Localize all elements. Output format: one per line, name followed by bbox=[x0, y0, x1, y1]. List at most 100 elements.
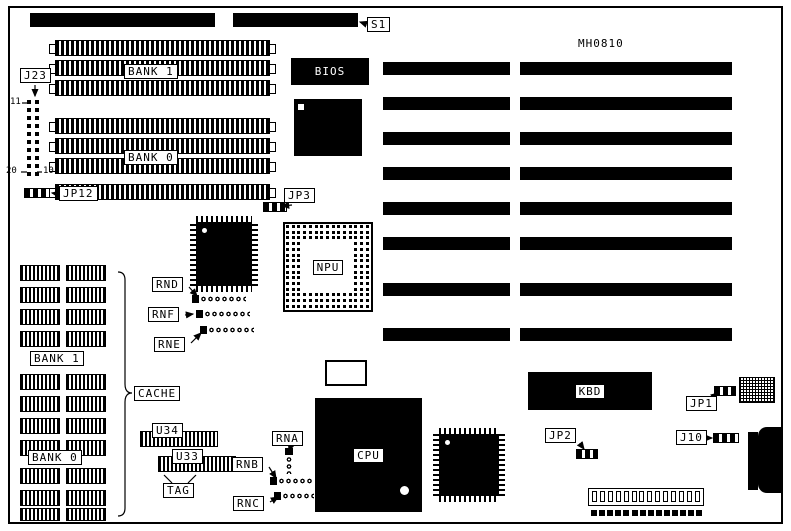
cache-sram-chip bbox=[20, 331, 60, 347]
solder-pad bbox=[599, 510, 606, 516]
header-pin bbox=[647, 491, 653, 502]
npu-pin bbox=[343, 293, 346, 297]
npu-pin bbox=[365, 247, 369, 251]
j23-pin bbox=[35, 116, 39, 120]
npu-pin bbox=[286, 264, 289, 268]
npu-pin bbox=[308, 230, 312, 234]
npu-pin bbox=[365, 230, 369, 234]
label-u34: U34 bbox=[152, 423, 183, 438]
j23-pin bbox=[27, 172, 31, 176]
npu-pin bbox=[291, 247, 295, 251]
npu-pin bbox=[331, 299, 335, 303]
npu-pin bbox=[297, 247, 301, 251]
npu-pin bbox=[354, 259, 358, 263]
cache-sram-chip bbox=[20, 418, 60, 434]
npu-pin bbox=[337, 293, 341, 297]
qfp-pins-right bbox=[252, 222, 258, 286]
label-jp2: JP2 bbox=[545, 428, 576, 443]
rnf-resistor-network bbox=[196, 309, 250, 319]
rnb-resistor-network bbox=[270, 476, 314, 486]
npu-pin bbox=[286, 293, 289, 297]
bios-chip: BIOS bbox=[291, 58, 369, 85]
npu-pin bbox=[365, 304, 369, 308]
npu-pin bbox=[325, 299, 329, 303]
npu-pin bbox=[365, 287, 369, 291]
npu-pin bbox=[360, 230, 364, 234]
solder-pad bbox=[663, 510, 670, 516]
keyboard-din-connector bbox=[748, 432, 758, 490]
npu-pin bbox=[365, 276, 369, 280]
j23-pin20-number: 20 bbox=[6, 166, 17, 176]
simm-socket bbox=[49, 184, 276, 200]
j23-pin bbox=[27, 164, 31, 168]
rnc-resistor-network bbox=[274, 491, 314, 501]
npu-pin bbox=[365, 225, 369, 228]
j23-pin bbox=[27, 108, 31, 112]
isa-slot-segment-short bbox=[383, 328, 510, 341]
npu-pin bbox=[291, 242, 295, 246]
rnd-resistor-network bbox=[192, 294, 246, 304]
cpu-label: CPU bbox=[353, 447, 384, 463]
isa-slot-segment-long bbox=[520, 202, 732, 215]
npu-pin bbox=[291, 253, 295, 257]
io-qfp bbox=[433, 428, 505, 502]
jp12-jumper bbox=[24, 188, 50, 198]
j23-pin bbox=[35, 164, 39, 168]
simm-socket bbox=[49, 40, 276, 56]
npu-pin bbox=[360, 276, 364, 280]
npu-pin bbox=[365, 282, 369, 285]
npu-pin bbox=[291, 230, 295, 234]
npu-pin bbox=[360, 264, 364, 268]
npu-pin bbox=[286, 242, 289, 246]
npu-pin bbox=[354, 225, 358, 228]
npu-pin bbox=[343, 236, 346, 240]
cache-sram-chip bbox=[66, 468, 106, 484]
header-pin bbox=[639, 491, 645, 502]
npu-pin bbox=[303, 299, 307, 303]
npu-pin bbox=[360, 247, 364, 251]
cache-sram-chip bbox=[20, 287, 60, 303]
npu-label: NPU bbox=[312, 259, 344, 275]
cpu-pin1-dot bbox=[400, 486, 409, 495]
cache-sram-chip bbox=[20, 468, 60, 484]
cache-sram-chip bbox=[66, 265, 106, 281]
npu-pin bbox=[297, 287, 301, 291]
cache-sram-chip bbox=[66, 331, 106, 347]
npu-pin bbox=[354, 242, 358, 246]
npu-pin bbox=[314, 304, 318, 308]
npu-pin bbox=[320, 293, 324, 297]
j23-pin bbox=[35, 172, 39, 176]
npu-pin bbox=[360, 287, 364, 291]
header-pin bbox=[678, 491, 684, 502]
npu-pin bbox=[286, 259, 289, 263]
npu-pin bbox=[320, 230, 324, 234]
npu-pin bbox=[291, 282, 295, 285]
header-pin bbox=[663, 491, 669, 502]
header-pin bbox=[671, 491, 676, 502]
npu-pin bbox=[291, 225, 295, 228]
board-outline bbox=[8, 6, 783, 524]
npu-pin bbox=[343, 225, 346, 228]
npu-pin bbox=[286, 287, 289, 291]
npu-pin bbox=[297, 293, 301, 297]
npu-pin bbox=[297, 236, 301, 240]
npu-pin bbox=[286, 230, 289, 234]
npu-pin bbox=[325, 293, 329, 297]
solder-pad bbox=[623, 510, 630, 516]
npu-pin bbox=[331, 230, 335, 234]
npu-pin bbox=[308, 225, 312, 228]
npu-pin bbox=[348, 304, 352, 308]
j23-pin bbox=[35, 140, 39, 144]
label-jp1: JP1 bbox=[686, 396, 717, 411]
isa-slot-segment-short bbox=[383, 202, 510, 215]
label-rna: RNA bbox=[272, 431, 303, 446]
npu-pin bbox=[360, 225, 364, 228]
power-connector-1 bbox=[30, 13, 215, 27]
cache-sram-chip bbox=[66, 490, 106, 506]
cache-sram-chip bbox=[20, 374, 60, 390]
cache-sram-chip bbox=[66, 396, 106, 412]
cache-sram-chip bbox=[66, 309, 106, 325]
isa-slot-segment-long bbox=[520, 237, 732, 250]
power-connector-2 bbox=[233, 13, 358, 27]
j23-pin bbox=[35, 148, 39, 152]
